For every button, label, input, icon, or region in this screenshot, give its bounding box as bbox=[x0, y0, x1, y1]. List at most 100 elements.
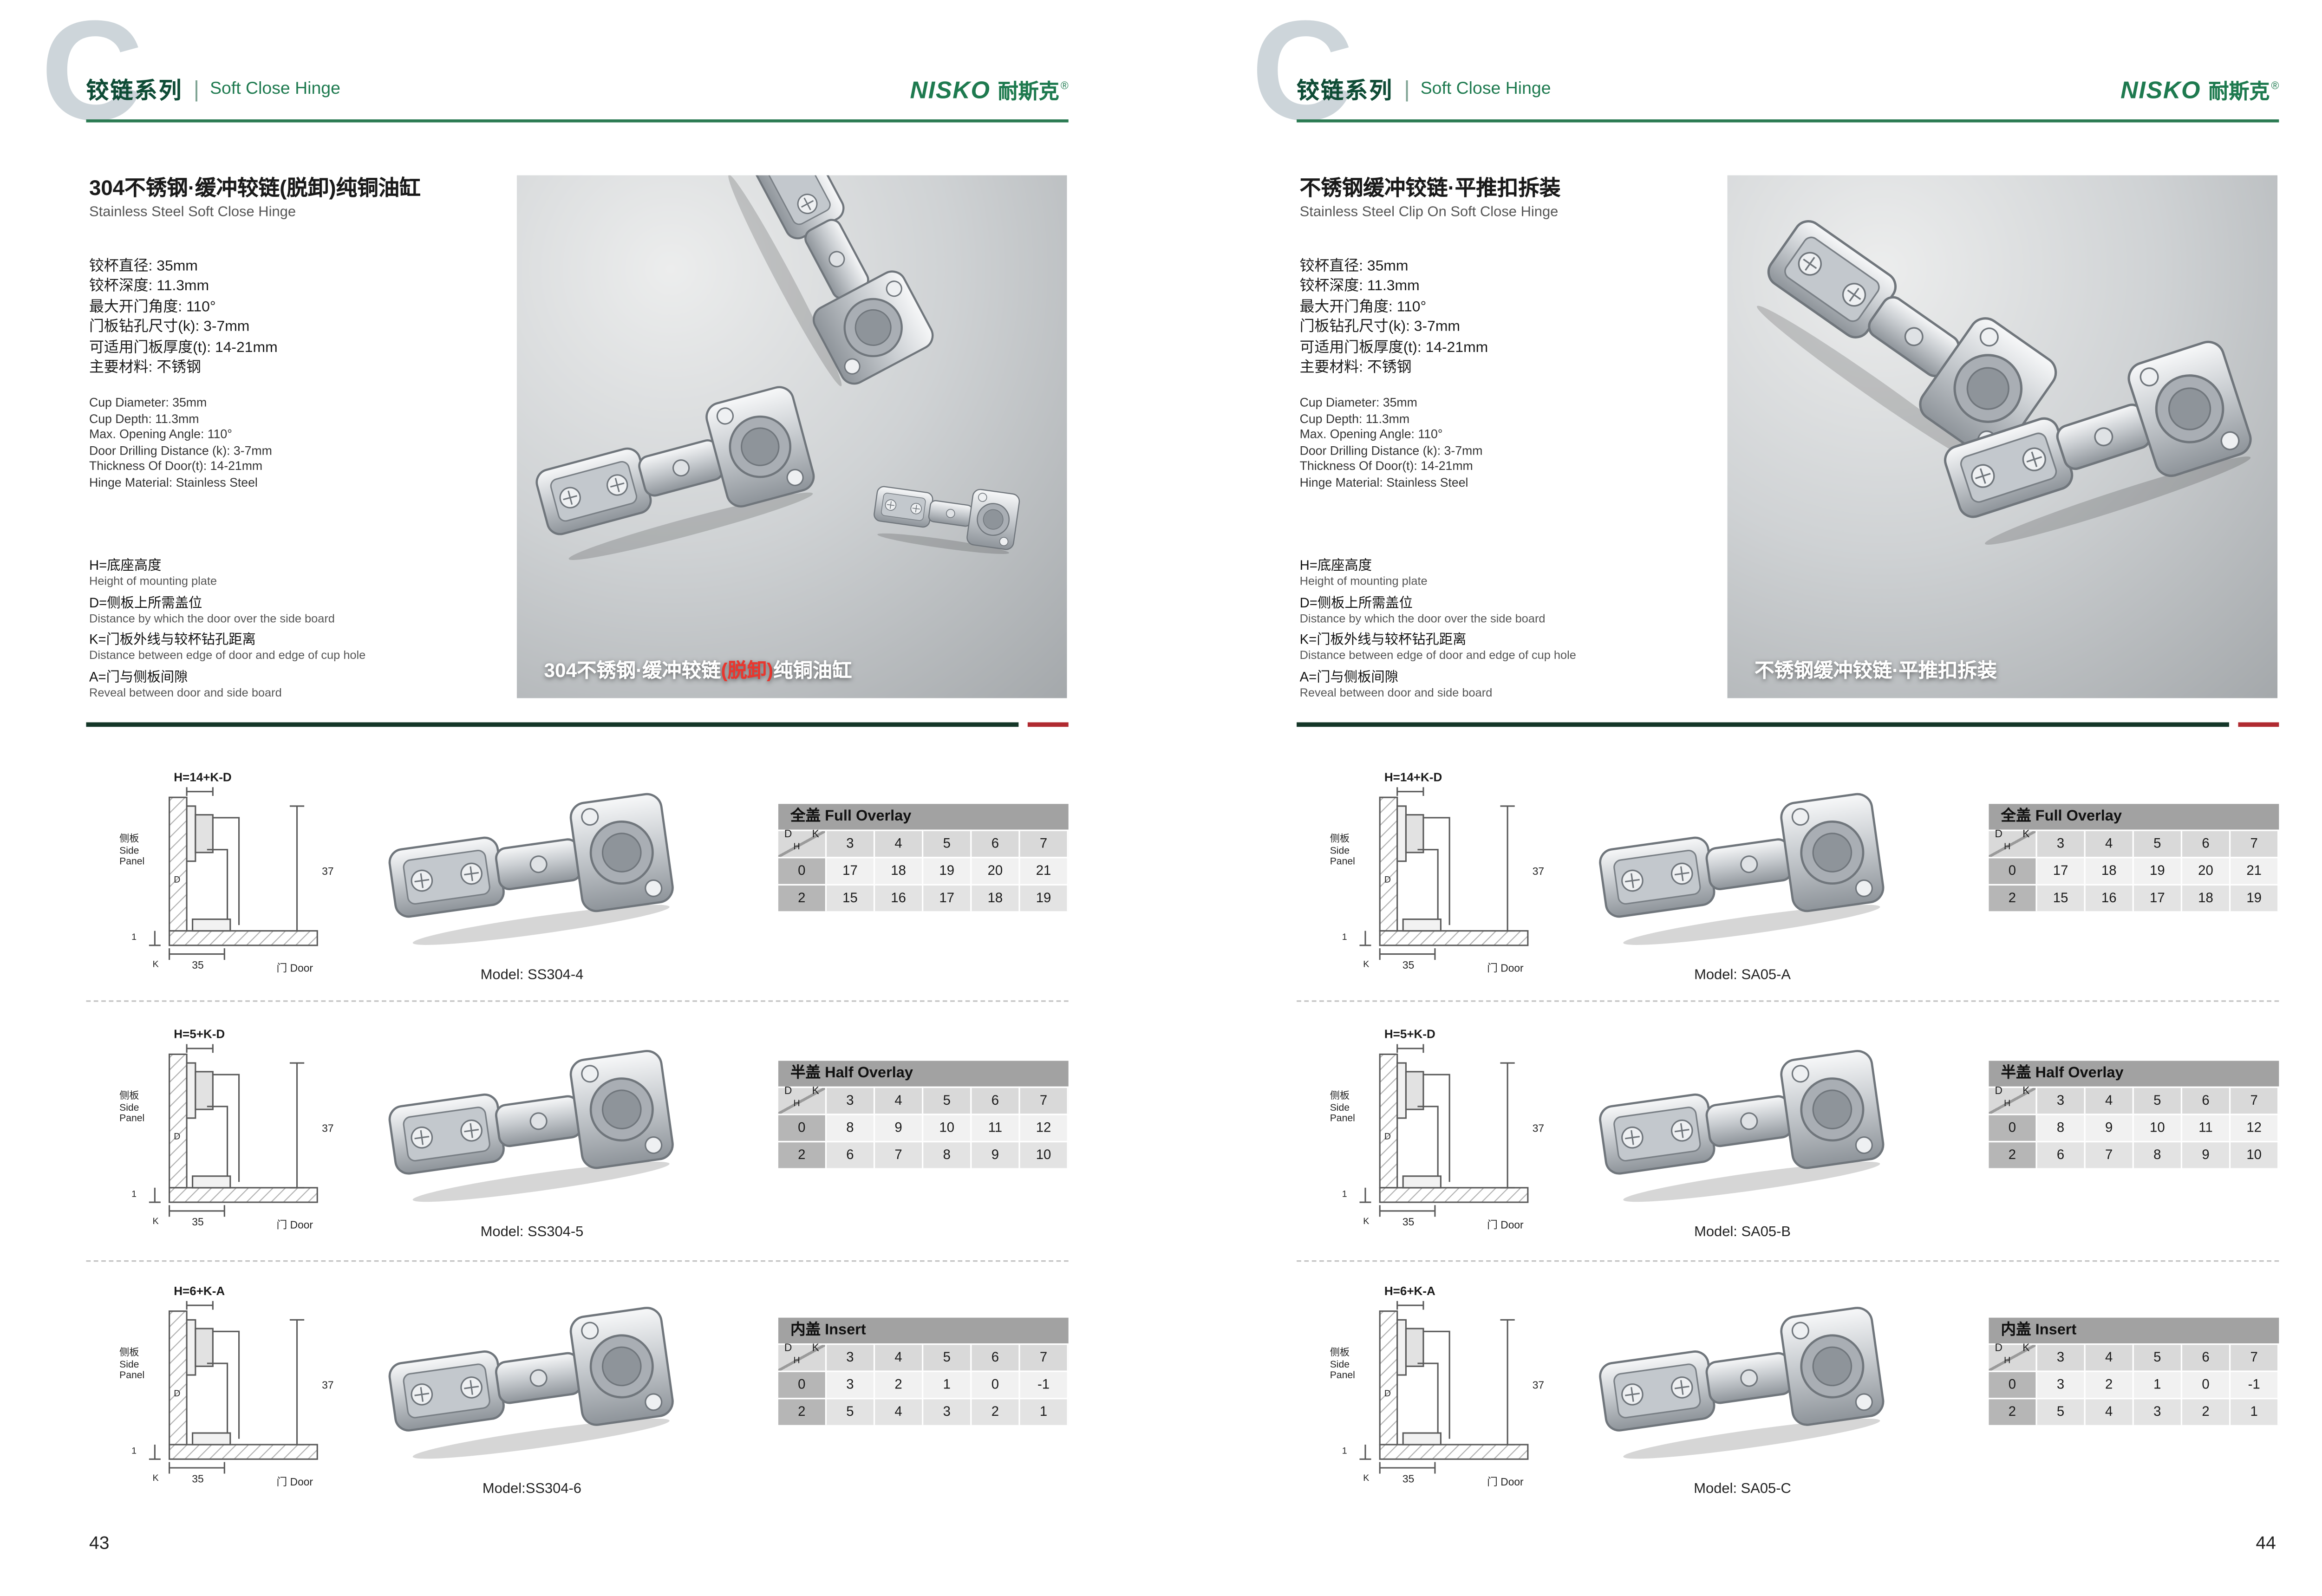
legend-item: D=侧板上所需盖位 Distance by which the door ove… bbox=[89, 595, 515, 626]
product-title-cn: 304不锈钢·缓冲较链(脱卸)纯铜油缸 bbox=[89, 175, 421, 200]
page-header: 铰链系列 | Soft Close Hinge NISKO 耐斯克 ® bbox=[1297, 66, 2279, 112]
photo-caption: 不锈钢缓冲铰链·平推扣拆装 bbox=[1755, 654, 1997, 683]
side-panel-en: Side Panel bbox=[1330, 1359, 1355, 1381]
corner-h: H bbox=[793, 1357, 800, 1366]
table-row-label: 2 bbox=[778, 1140, 827, 1168]
dim-k-letter: K bbox=[152, 1218, 159, 1227]
table-value: 17 bbox=[2133, 884, 2183, 912]
table-value: 1 bbox=[1020, 1398, 1069, 1425]
table-value: 19 bbox=[923, 857, 972, 884]
table-value: 9 bbox=[875, 1114, 924, 1141]
dim-37: 37 bbox=[1532, 1381, 1545, 1392]
table-column-header: 3 bbox=[2037, 1086, 2086, 1114]
table-value: 2 bbox=[2182, 1398, 2231, 1425]
table-column-header: 6 bbox=[972, 829, 1020, 857]
model-label: Model:SS304-6 bbox=[482, 1481, 582, 1498]
dim-d-letter: D bbox=[1384, 1133, 1391, 1143]
spec-line-en: Max. Opening Angle: 110° bbox=[1299, 428, 1443, 442]
table-column-header: 4 bbox=[875, 829, 924, 857]
header-rule bbox=[1297, 119, 2279, 123]
table-value: 21 bbox=[1020, 857, 1069, 884]
series-title-en: Soft Close Hinge bbox=[1420, 80, 1551, 98]
table-column-header: 5 bbox=[923, 1343, 972, 1371]
table-column-header: 5 bbox=[923, 1086, 972, 1114]
caption-text: 304不锈钢·缓冲较链 bbox=[544, 658, 721, 682]
table-column-header: 7 bbox=[2231, 1343, 2279, 1371]
dim-1: 1 bbox=[1342, 1447, 1347, 1457]
table-value: 0 bbox=[2182, 1370, 2231, 1398]
photo-caption: 304不锈钢·缓冲较链(脱卸)纯铜油缸 bbox=[544, 654, 852, 683]
series-title-cn: 铰链系列 bbox=[1297, 78, 1394, 104]
brand-registered-mark: ® bbox=[1060, 81, 1069, 91]
dim-37: 37 bbox=[322, 867, 334, 878]
spec-line-en: Cup Depth: 11.3mm bbox=[89, 412, 199, 426]
side-panel-en: Side Panel bbox=[119, 1102, 145, 1125]
product-title-en: Stainless Steel Clip On Soft Close Hinge bbox=[1299, 204, 1559, 221]
table-column-header: 5 bbox=[2133, 1343, 2183, 1371]
corner-k: K bbox=[2022, 829, 2030, 840]
table-column-header: 6 bbox=[972, 1086, 1020, 1114]
side-panel-en: Side Panel bbox=[1330, 1102, 1355, 1125]
dim-35: 35 bbox=[1402, 1475, 1415, 1485]
table-value: 17 bbox=[2037, 857, 2086, 884]
legend-en: Reveal between door and side board bbox=[1299, 685, 1493, 699]
legend-cn: H=底座高度 bbox=[89, 557, 162, 573]
table-value: 1 bbox=[2133, 1370, 2183, 1398]
table-value: 3 bbox=[923, 1398, 972, 1425]
dim-35: 35 bbox=[1402, 961, 1415, 972]
table-value: 10 bbox=[1020, 1140, 1069, 1168]
hinge-illustration bbox=[1596, 1290, 1891, 1464]
brand-logo: NISKO 耐斯克 ® bbox=[2120, 73, 2279, 105]
table-value: 16 bbox=[875, 884, 924, 912]
model-label: Model: SS304-4 bbox=[480, 967, 584, 984]
table-value: 8 bbox=[2133, 1140, 2183, 1168]
spec-line-cn: 可适用门板厚度(t): 14-21mm bbox=[1299, 339, 1488, 356]
table-value: 10 bbox=[2133, 1114, 2183, 1141]
legend-en: Distance between edge of door and edge o… bbox=[89, 648, 366, 662]
table-value: 8 bbox=[2037, 1114, 2086, 1141]
table-row-label: 2 bbox=[1989, 1398, 2037, 1425]
dim-35: 35 bbox=[1402, 1218, 1415, 1229]
page-header: 铰链系列 | Soft Close Hinge NISKO 耐斯克 ® bbox=[86, 66, 1068, 112]
specs-cn: 铰杯直径: 35mm 铰杯深度: 11.3mm 最大开门角度: 110° 门板钻… bbox=[89, 257, 278, 378]
side-panel-cn: 侧板 bbox=[1330, 834, 1350, 845]
dashed-separator bbox=[1297, 1000, 2279, 1002]
spec-line-cn: 铰杯直径: 35mm bbox=[1299, 258, 1409, 275]
dim-37: 37 bbox=[1532, 867, 1545, 878]
table-value: 10 bbox=[923, 1114, 972, 1141]
hinge-illustration bbox=[385, 777, 680, 951]
legend-cn: D=侧板上所需盖位 bbox=[89, 594, 202, 610]
brand-logo-cn: 耐斯克 bbox=[998, 79, 1059, 102]
product-title-en: Stainless Steel Soft Close Hinge bbox=[89, 204, 296, 221]
dim-d-letter: D bbox=[174, 876, 181, 886]
dim-37: 37 bbox=[1532, 1124, 1545, 1135]
catalog-page-left: C 铰链系列 | Soft Close Hinge NISKO 耐斯克 ® 30… bbox=[40, 0, 1069, 1553]
table-value: -1 bbox=[1020, 1370, 1069, 1398]
product-image bbox=[385, 1290, 680, 1464]
watermark-letter: C bbox=[40, 0, 143, 150]
corner-d: D bbox=[784, 829, 792, 840]
hinge-illustration bbox=[385, 1290, 680, 1464]
side-panel-cn: 侧板 bbox=[1330, 1091, 1350, 1102]
legend-en: Distance between edge of door and edge o… bbox=[1299, 648, 1576, 662]
dim-35: 35 bbox=[192, 1475, 204, 1485]
brand-logo-en: NISKO bbox=[910, 78, 991, 104]
spec-line-cn: 铰杯直径: 35mm bbox=[89, 258, 198, 275]
table-value: 3 bbox=[2133, 1398, 2183, 1425]
series-separator: | bbox=[193, 76, 200, 102]
model-label: Model: SA05-B bbox=[1694, 1224, 1791, 1241]
product-photo: 不锈钢缓冲铰链·平推扣拆装 bbox=[1727, 175, 2278, 698]
corner-k: K bbox=[812, 1343, 819, 1354]
dim-d-letter: D bbox=[1384, 876, 1391, 886]
table-title: 半盖 Half Overlay bbox=[778, 1061, 1069, 1087]
table-value: 17 bbox=[827, 857, 875, 884]
spec-line-cn: 门板钻孔尺寸(k): 3-7mm bbox=[1299, 319, 1461, 336]
